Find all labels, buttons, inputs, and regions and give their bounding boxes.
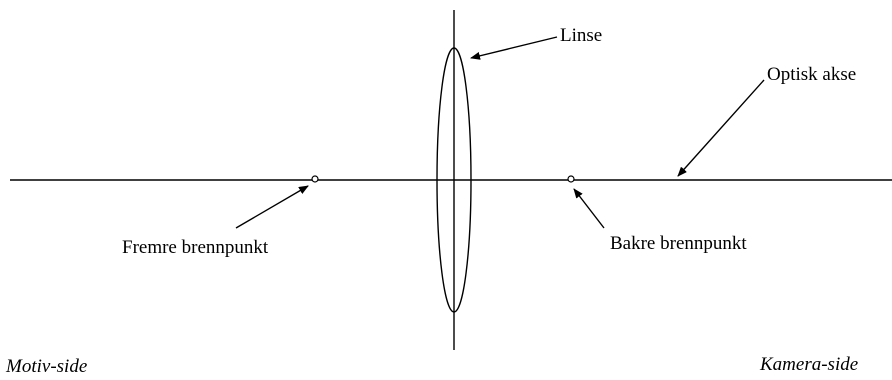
optical-axis-label: Optisk akse <box>767 64 857 85</box>
front-focal-point-marker <box>311 175 319 183</box>
rear-focal-point-label: Bakre brennpunkt <box>610 233 747 254</box>
rear-focal-point-arrow <box>573 188 605 229</box>
optical-axis-arrow <box>677 79 765 177</box>
rear-focal-point-marker <box>567 175 575 183</box>
front-focal-point-label: Fremre brennpunkt <box>122 237 269 258</box>
camera-side-label: Kamera-side <box>760 354 859 375</box>
front-focal-point-arrow <box>235 185 309 229</box>
lens-label: Linse <box>560 25 603 46</box>
subject-side-label: Motiv-side <box>6 356 88 377</box>
lens-shape <box>436 47 472 313</box>
lens-arrow <box>470 36 558 60</box>
